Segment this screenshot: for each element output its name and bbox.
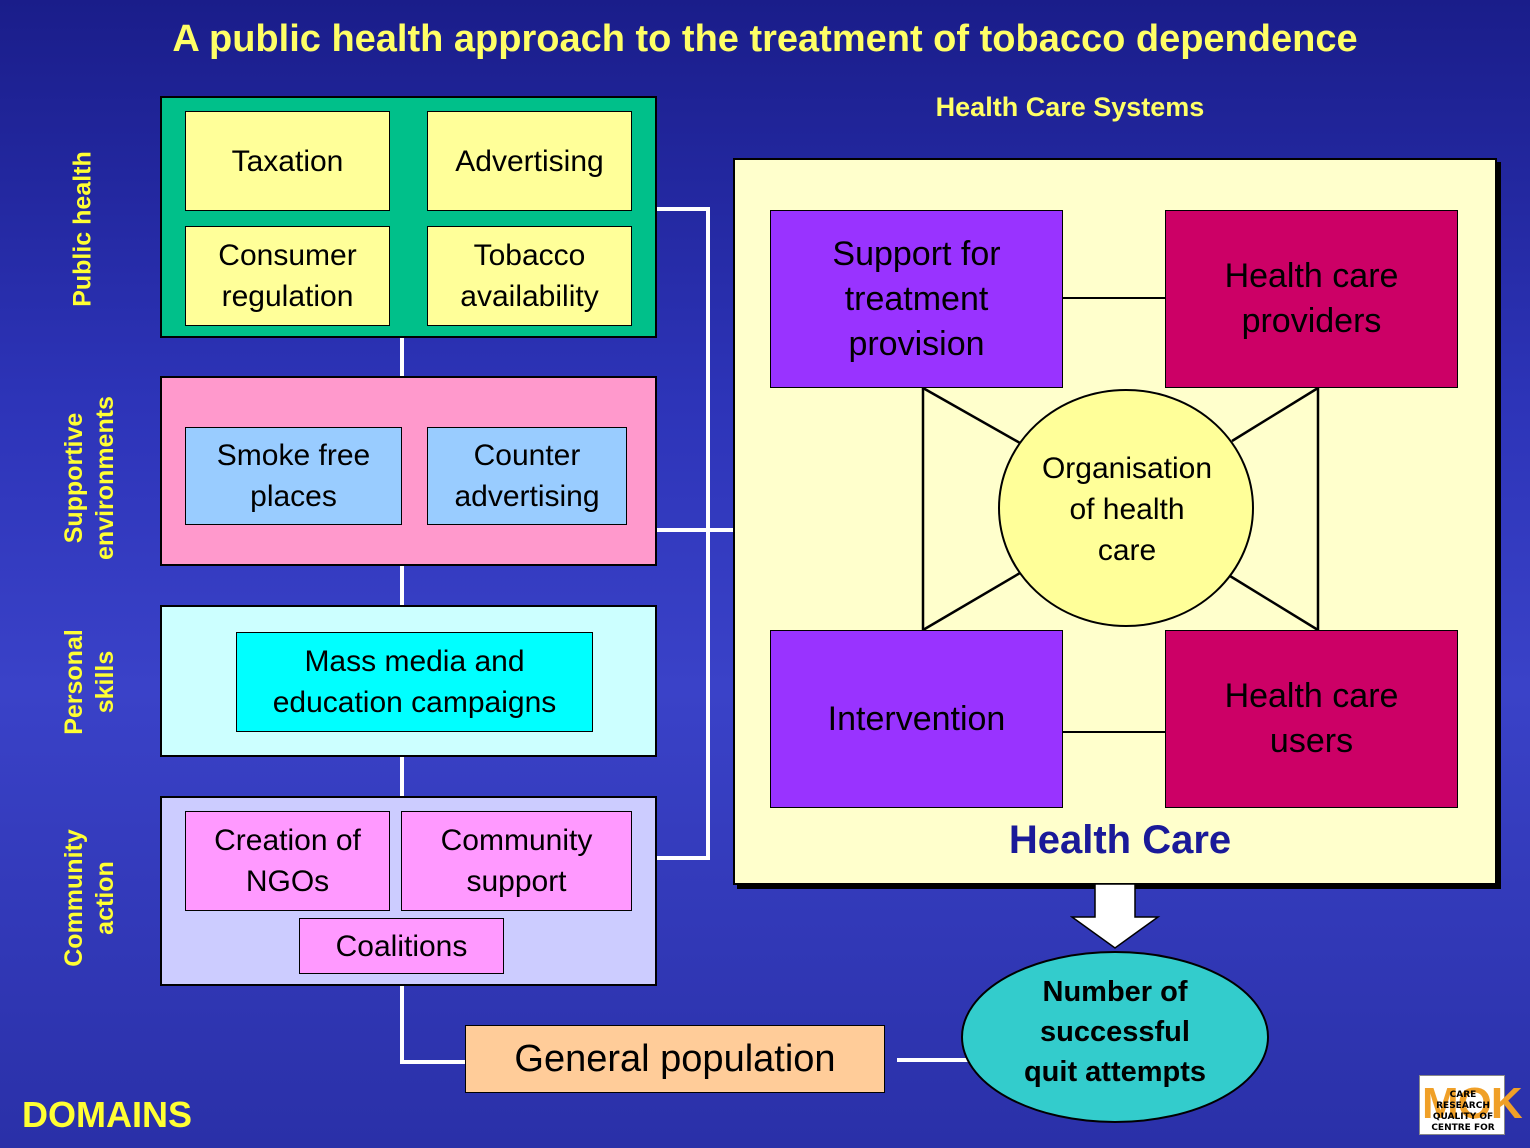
page-title: A public health approach to the treatmen… <box>172 18 1358 60</box>
community-support-box: Community support <box>401 811 632 911</box>
community-to-population <box>400 986 465 1064</box>
tobacco-availability-box: Tobacco availability <box>427 226 632 326</box>
hc-diag-br <box>1229 574 1319 632</box>
mass-media-box: Mass media and education campaigns <box>236 632 593 732</box>
hc-diag-tl <box>922 386 1021 445</box>
creation-of-ngos-box: Creation of NGOs <box>185 811 390 911</box>
domain-bracket <box>656 207 710 860</box>
health-care-title: Health Care <box>1008 818 1232 862</box>
mok-logo: MOK CARE RESEARCH QUALITY OF CENTRE FOR <box>1419 1075 1523 1135</box>
logo-mark: MOK <box>1422 1079 1523 1128</box>
organisation-ellipse <box>998 389 1254 627</box>
organisation-label: Organisation of health care <box>1041 452 1213 567</box>
health-care-users-box: Health care users <box>1165 630 1458 808</box>
consumer-regulation-box: Consumer regulation <box>185 226 390 326</box>
support-treatment-box: Support for treatment provision <box>770 210 1063 388</box>
taxation-box: Taxation <box>185 111 390 211</box>
domains-footer: DOMAINS <box>22 1094 192 1135</box>
coalitions-box: Coalitions <box>299 918 504 974</box>
health-care-systems-label: Health Care Systems <box>935 92 1205 122</box>
hc-diag-tr <box>1231 386 1319 443</box>
hc-diag-bl <box>922 571 1021 632</box>
health-care-providers-box: Health care providers <box>1165 210 1458 388</box>
outcome-ellipse <box>961 951 1269 1123</box>
intervention-box: Intervention <box>770 630 1063 808</box>
smoke-free-places-box: Smoke free places <box>185 427 402 525</box>
advertising-box: Advertising <box>427 111 632 211</box>
general-population-box: General population <box>465 1025 885 1093</box>
counter-advertising-box: Counter advertising <box>427 427 627 525</box>
logo-text: CARE RESEARCH QUALITY OF CENTRE FOR <box>1431 1090 1495 1133</box>
down-arrow-icon <box>1070 884 1161 949</box>
outcome-label: Number of successful quit attempts <box>1023 976 1207 1088</box>
